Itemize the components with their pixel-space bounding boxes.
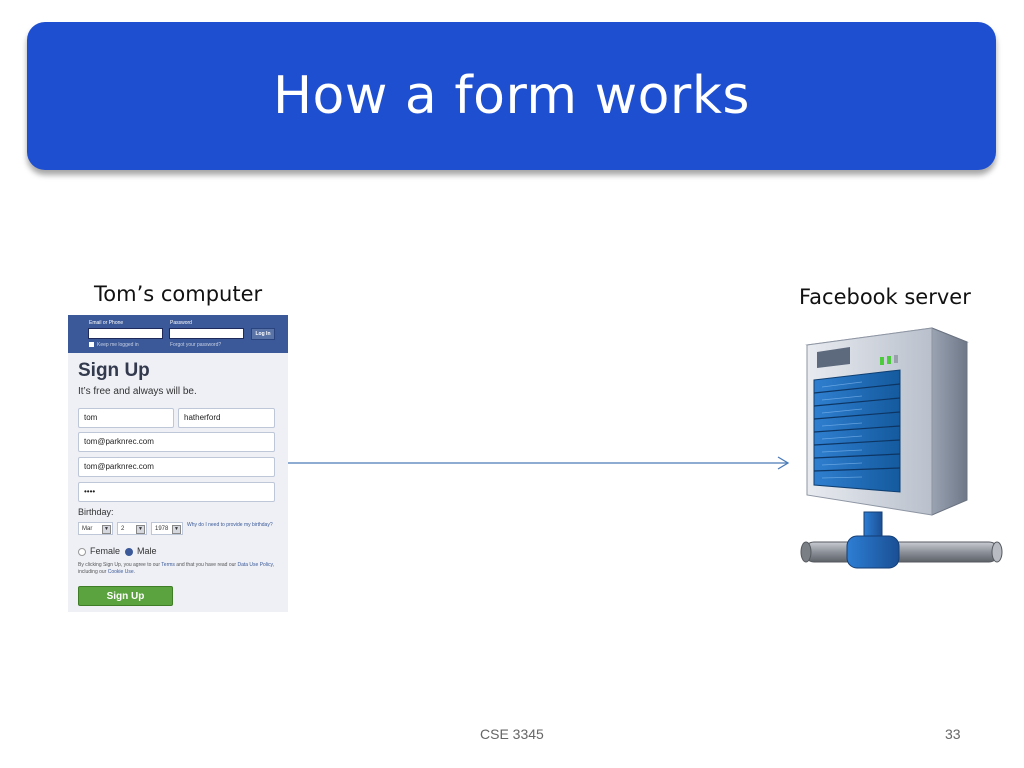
chevron-down-icon: ▼ bbox=[172, 525, 181, 534]
terms-text: By clicking Sign Up, you agree to our Te… bbox=[78, 562, 275, 575]
birthday-year-value: 1978 bbox=[155, 526, 169, 532]
login-button[interactable]: Log In bbox=[251, 328, 275, 340]
first-name-input[interactable]: tom bbox=[78, 408, 174, 428]
radio-selected-icon bbox=[125, 547, 133, 556]
forgot-password-link[interactable]: Forgot your password? bbox=[170, 342, 222, 348]
gender-male-radio[interactable]: Male bbox=[125, 546, 157, 556]
slide-title-bar: How a form works bbox=[27, 22, 996, 170]
email-input[interactable]: tom@parknrec.com bbox=[78, 432, 275, 452]
login-password-input[interactable] bbox=[169, 328, 244, 339]
arrow-right-icon bbox=[288, 456, 790, 470]
chevron-down-icon: ▼ bbox=[136, 525, 145, 534]
footer-course: CSE 3345 bbox=[480, 726, 544, 742]
birthday-day-value: 2 bbox=[121, 526, 125, 532]
why-birthday-link[interactable]: Why do I need to provide my birthday? bbox=[187, 522, 273, 528]
birthday-label: Birthday: bbox=[78, 507, 114, 517]
terms-link[interactable]: Terms bbox=[161, 562, 175, 568]
keep-logged-in-checkbox[interactable] bbox=[89, 342, 94, 347]
chevron-down-icon: ▼ bbox=[102, 525, 111, 534]
signup-title: Sign Up bbox=[78, 360, 150, 381]
gender-male-label: Male bbox=[137, 546, 157, 556]
last-name-input[interactable]: hatherford bbox=[178, 408, 275, 428]
data-use-policy-link[interactable]: Data Use Policy bbox=[237, 562, 273, 568]
email-confirm-input[interactable]: tom@parknrec.com bbox=[78, 457, 275, 477]
email-label: Email or Phone bbox=[89, 320, 124, 326]
gender-female-radio[interactable]: Female bbox=[78, 546, 120, 556]
signup-subtitle: It’s free and always will be. bbox=[78, 386, 197, 397]
birthday-month-select[interactable]: Mar ▼ bbox=[78, 522, 113, 535]
slide-title: How a form works bbox=[272, 66, 751, 126]
cookie-use-link[interactable]: Cookie Use bbox=[107, 569, 134, 575]
new-password-input[interactable]: •••• bbox=[78, 482, 275, 502]
birthday-year-select[interactable]: 1978 ▼ bbox=[151, 522, 183, 535]
signup-button[interactable]: Sign Up bbox=[78, 586, 173, 606]
page-number: 33 bbox=[945, 726, 961, 742]
toms-computer-label: Tom’s computer bbox=[94, 282, 263, 306]
facebook-header: Email or Phone Password Log In Keep me l… bbox=[68, 315, 288, 353]
server-tower-icon bbox=[800, 327, 1003, 569]
birthday-month-value: Mar bbox=[82, 526, 93, 532]
keep-logged-in-label: Keep me logged in bbox=[97, 342, 139, 348]
facebook-server-label: Facebook server bbox=[799, 285, 971, 309]
gender-female-label: Female bbox=[90, 546, 121, 556]
login-email-input[interactable] bbox=[88, 328, 163, 339]
birthday-day-select[interactable]: 2 ▼ bbox=[117, 522, 147, 535]
password-label: Password bbox=[170, 320, 192, 326]
facebook-signup-form: Email or Phone Password Log In Keep me l… bbox=[68, 315, 288, 612]
radio-unselected-icon bbox=[78, 547, 86, 556]
